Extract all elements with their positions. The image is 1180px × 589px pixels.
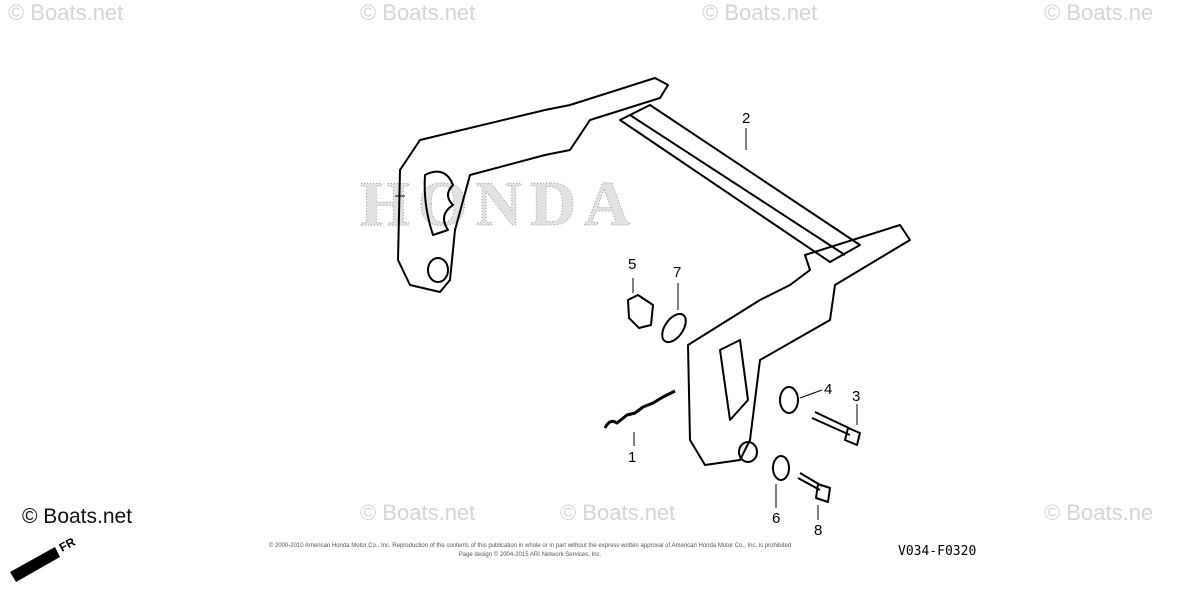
watermark: © Boats.net	[360, 0, 476, 25]
bolt	[797, 472, 831, 503]
copyright-line: © 2000-2010 American Honda Motor Co., In…	[268, 543, 792, 549]
callout-1[interactable]: 1	[628, 449, 637, 466]
front-arrow-label: FR	[57, 535, 78, 555]
right-bracket	[687, 224, 911, 466]
watermark: © Boats.ne	[1044, 0, 1154, 25]
watermark: © Boats.net	[560, 500, 676, 525]
spring	[603, 389, 676, 429]
page-design-line: Page design © 2004-2015 ARI Network Serv…	[458, 552, 602, 558]
washer	[661, 312, 687, 344]
left-bracket	[397, 77, 669, 293]
callout-5[interactable]: 5	[628, 256, 637, 273]
watermark: © Boats.net	[360, 500, 476, 525]
bolt	[811, 411, 861, 446]
washer	[772, 455, 790, 481]
honda-background-logo: HONDA	[360, 168, 638, 239]
rod	[619, 104, 861, 263]
collar	[627, 294, 654, 329]
watermark: © Boats.net	[702, 0, 818, 25]
washer	[779, 386, 799, 414]
boats-net-logo: © Boats.net	[22, 505, 133, 528]
callout-2[interactable]: 2	[742, 110, 751, 127]
callout-4[interactable]: 4	[824, 381, 833, 398]
callout-3[interactable]: 3	[852, 388, 861, 405]
callout-6[interactable]: 6	[772, 510, 781, 527]
front-arrow-icon: FR	[10, 535, 78, 582]
callout-7[interactable]: 7	[673, 264, 682, 281]
diagram-code: V034-F0320	[898, 544, 977, 559]
watermark: © Boats.net	[8, 0, 124, 25]
callout-8[interactable]: 8	[814, 522, 823, 539]
watermark: © Boats.ne	[1044, 500, 1154, 525]
